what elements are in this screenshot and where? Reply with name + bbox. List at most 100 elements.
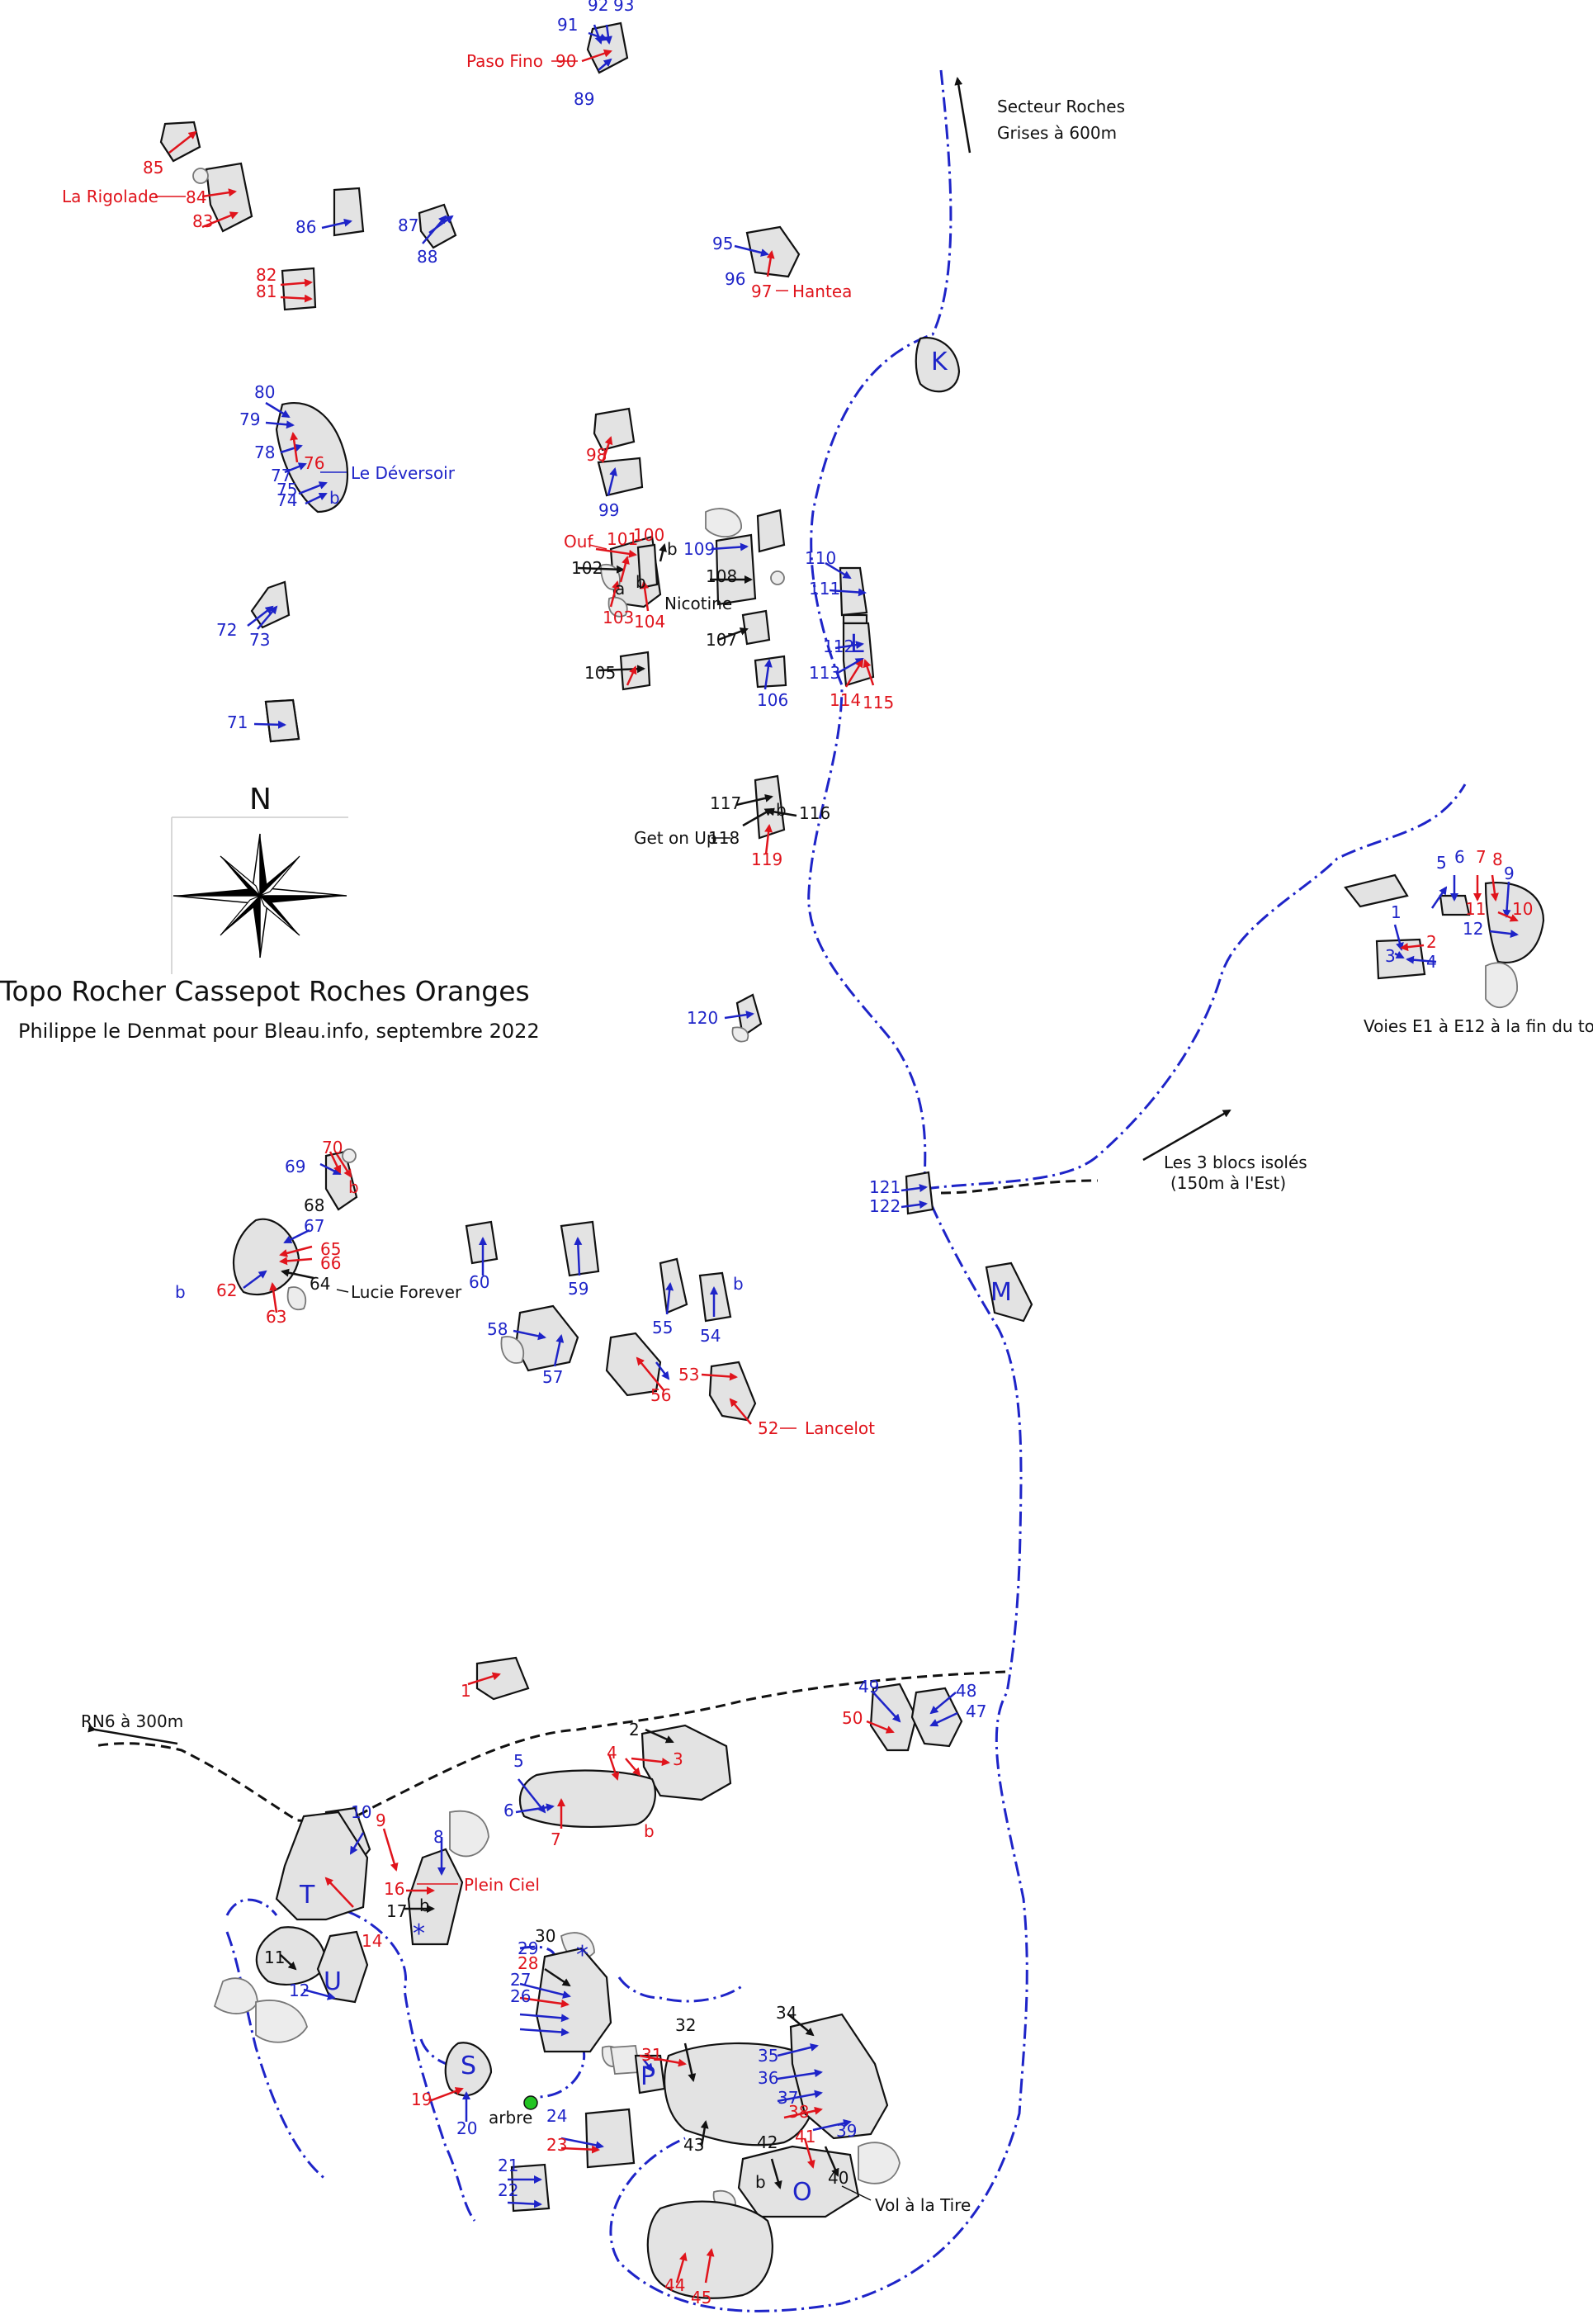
- route-number: 10: [351, 1802, 371, 1822]
- route-number: 120: [687, 1008, 718, 1028]
- route-number: 6: [503, 1801, 514, 1820]
- route-number: 14: [362, 1931, 382, 1951]
- e-route-number: 1: [1391, 902, 1402, 922]
- route-number: 3: [673, 1749, 683, 1769]
- route-number: 96: [725, 269, 745, 289]
- route-number: 34: [776, 2003, 796, 2023]
- note-roches-grises-1: Secteur Roches: [997, 97, 1125, 116]
- map-title: Topo Rocher Cassepot Roches Oranges: [0, 975, 530, 1007]
- route-number: 1: [461, 1681, 471, 1701]
- route-number: 106: [757, 690, 788, 710]
- route-name-lucie-forever: Lucie Forever: [351, 1282, 462, 1302]
- note-arbre: arbre: [489, 2108, 532, 2128]
- route-number: 75: [277, 480, 297, 499]
- route-number: 8: [433, 1827, 444, 1847]
- route-number: 102: [571, 558, 603, 578]
- sector-u: U: [324, 1967, 342, 1996]
- route-number: 49: [858, 1677, 879, 1697]
- route-number: b: [419, 1896, 430, 1915]
- route-number: 40: [828, 2168, 848, 2188]
- route-number: 88: [417, 247, 437, 267]
- route-number: 86: [295, 217, 316, 237]
- route-number: 26: [510, 1986, 531, 2006]
- route-number: 4: [607, 1743, 617, 1763]
- sector-star-1: *: [413, 1919, 425, 1948]
- route-number: 5: [513, 1751, 524, 1771]
- route-number: 28: [518, 1953, 538, 1973]
- route-number: 107: [706, 630, 737, 650]
- sector-star-2: *: [576, 1941, 589, 1970]
- route-number: 71: [227, 712, 248, 732]
- route-number: 117: [710, 793, 741, 813]
- route-number: 60: [469, 1272, 489, 1292]
- route-name-paso-fino: Paso Fino: [466, 51, 543, 71]
- east-trail: [924, 783, 1467, 1190]
- leader-lines: [155, 60, 872, 2201]
- route-number: 31: [641, 2045, 662, 2065]
- route-number: 44: [664, 2275, 685, 2295]
- route-number: 114: [830, 690, 861, 710]
- route-number: 36: [758, 2068, 778, 2088]
- route-number: 59: [568, 1279, 589, 1299]
- route-number: b: [636, 572, 646, 592]
- route-number: b: [733, 1274, 744, 1294]
- route-name-ouf: Ouf: [564, 532, 593, 551]
- route-number: 65: [320, 1239, 341, 1259]
- route-number: 110: [805, 548, 836, 568]
- note-voies-e: Voies E1 à E12 à la fin du topo: [1364, 1016, 1593, 1036]
- route-number: 74: [277, 490, 297, 510]
- route-number: 53: [678, 1365, 699, 1384]
- route-number: 80: [254, 382, 275, 402]
- e-route-number: 6: [1454, 847, 1465, 867]
- route-number: 42: [757, 2132, 778, 2152]
- boulders: [159, 21, 1545, 2299]
- trails: [94, 69, 1467, 2312]
- sector-p: P: [641, 2062, 655, 2091]
- compass-letter: N: [249, 783, 272, 816]
- route-number: b: [776, 800, 787, 820]
- route-name-la-rigolade: La Rigolade: [62, 187, 158, 206]
- route-number: 104: [634, 612, 665, 632]
- route-number: 81: [256, 282, 277, 301]
- route-number: 95: [712, 234, 733, 253]
- note-rn6: RN6 à 300m: [81, 1711, 183, 1731]
- route-number: 39: [836, 2121, 857, 2141]
- route-number: 122: [869, 1196, 900, 1216]
- route-number: 7: [551, 1829, 561, 1849]
- route-number: 24: [546, 2106, 567, 2126]
- route-arrows: [87, 24, 1519, 2284]
- route-number: 91: [557, 15, 578, 35]
- route-number: 48: [956, 1681, 976, 1701]
- e-route-number: 3: [1385, 946, 1396, 966]
- route-number: 32: [675, 2015, 696, 2035]
- route-number: 37: [778, 2088, 798, 2108]
- tree-marker: [523, 2095, 538, 2110]
- route-number: 89: [574, 89, 594, 109]
- route-number: 35: [758, 2046, 778, 2066]
- route-name-vol-a-la-tire: Vol à la Tire: [875, 2195, 971, 2215]
- sector-s: S: [461, 2052, 476, 2080]
- e-route-number: 2: [1426, 932, 1437, 952]
- main-trail: [609, 69, 1028, 2312]
- route-number: 54: [700, 1326, 721, 1346]
- route-number: 79: [239, 409, 260, 429]
- e-route-number: 12: [1463, 919, 1483, 939]
- route-number: b: [329, 488, 340, 508]
- route-number: 23: [546, 2135, 567, 2155]
- route-number: 56: [650, 1385, 671, 1405]
- route-number: 119: [751, 850, 782, 869]
- sector-o: O: [792, 2178, 812, 2207]
- route-number: 112: [823, 637, 854, 656]
- route-name-plein-ciel: Plein Ciel: [464, 1875, 540, 1895]
- route-number: 78: [254, 443, 275, 462]
- route-number: 20: [456, 2118, 477, 2138]
- route-number: 63: [266, 1307, 286, 1327]
- route-number: 84: [186, 187, 206, 207]
- sector-t: T: [299, 1881, 315, 1910]
- e-route-number: 5: [1436, 853, 1447, 873]
- route-number: 30: [535, 1926, 555, 1946]
- route-number: 105: [584, 663, 616, 683]
- route-number: b: [644, 1821, 655, 1841]
- sector-k: K: [931, 348, 948, 376]
